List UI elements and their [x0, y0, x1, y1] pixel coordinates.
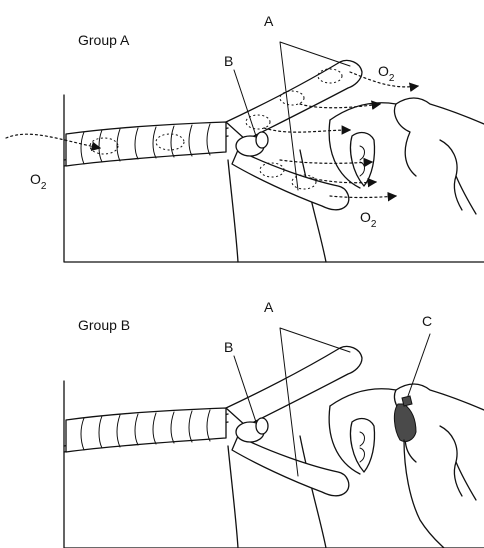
svg-text:O2: O2: [30, 171, 47, 192]
label-b: B: [224, 339, 233, 355]
sensor-clip-tip: [402, 396, 412, 406]
sensor-clip: [394, 404, 416, 442]
panel-group-b: Group B A B C: [64, 299, 484, 548]
oxygen-label: O2: [378, 63, 395, 84]
panel-group-a: Group A A B O2 O2 O2: [6, 13, 484, 262]
panel-title: Group A: [78, 32, 130, 48]
oxygen-outflow-arrow: [330, 196, 396, 198]
oxygen-flow-arrow: [264, 128, 350, 132]
oxygen-label: O2: [30, 171, 47, 192]
svg-text:O2: O2: [360, 209, 377, 230]
label-c: C: [422, 313, 432, 329]
panel-title: Group B: [78, 317, 130, 333]
patient-circuit-drawing: [64, 42, 484, 262]
label-c-leader: [408, 334, 430, 396]
label-b: B: [224, 53, 233, 69]
patient-circuit-drawing: [64, 328, 484, 548]
label-a: A: [264, 299, 274, 315]
label-a: A: [264, 13, 274, 29]
svg-text:O2: O2: [378, 63, 395, 84]
oxygen-label: O2: [360, 209, 377, 230]
